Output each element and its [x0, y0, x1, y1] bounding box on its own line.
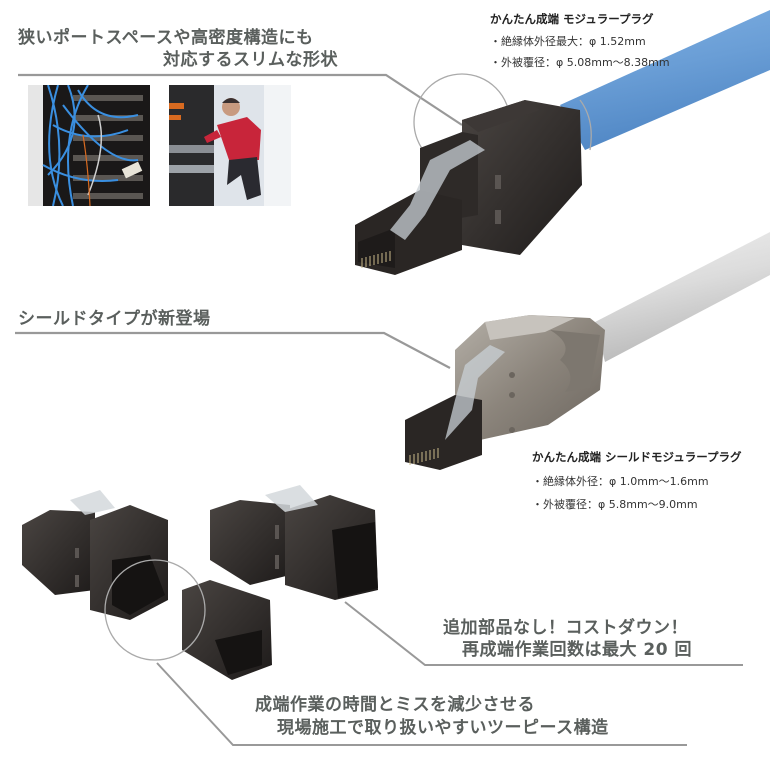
product-2-spec-block: かんたん成端 シールドモジュラープラグ ・絶縁体外径：φ 1.0mm〜1.6mm… — [532, 449, 742, 512]
product-2-title: かんたん成端 シールドモジュラープラグ — [532, 450, 742, 464]
product-2-spec-insulation: ・絶縁体外径：φ 1.0mm〜1.6mm — [532, 475, 709, 488]
product-2-spec-jacket: ・外被覆径：φ 5.8mm〜9.0mm — [532, 498, 698, 511]
two-piece-plug-assembled — [210, 485, 378, 600]
patch-panel-photo — [28, 85, 150, 206]
grey-cable — [595, 232, 770, 362]
time-feature-line2: 現場施工で取り扱いやすいツーピース構造 — [277, 718, 609, 738]
leader-line-top — [18, 73, 463, 126]
product-1-spec-block: かんたん成端 モジュラープラグ ・絶縁体外径最大：φ 1.52mm ・外被覆径：… — [490, 11, 670, 70]
product-1-title: かんたん成端 モジュラープラグ — [490, 12, 654, 26]
shield-type-headline: シールドタイプが新登場 — [18, 309, 211, 329]
leader-line-time — [156, 662, 687, 746]
blue-cable — [560, 10, 770, 150]
two-piece-plug-exploded — [22, 490, 272, 680]
cost-feature-line1: 追加部品なし！コストダウン！ — [443, 618, 688, 638]
highlight-circle-bottom — [104, 559, 206, 661]
technician-photo — [169, 85, 291, 206]
modular-plug-black — [355, 100, 582, 275]
slim-design-headline-line1: 狭いポートスペースや高密度構造にも — [18, 28, 314, 48]
product-1-spec-jacket: ・外被覆径：φ 5.08mm〜8.38mm — [490, 56, 670, 69]
product-1-spec-insulation: ・絶縁体外径最大：φ 1.52mm — [490, 35, 646, 48]
cost-feature-line2: 再成端作業回数は最大 20 回 — [462, 640, 692, 660]
time-feature-line1: 成端作業の時間とミスを減少させる — [255, 695, 535, 715]
leader-line-cost — [344, 601, 743, 666]
leader-line-shield — [15, 331, 451, 369]
slim-design-headline-line2: 対応するスリムな形状 — [163, 50, 338, 70]
shielded-plug-metal — [405, 315, 605, 470]
